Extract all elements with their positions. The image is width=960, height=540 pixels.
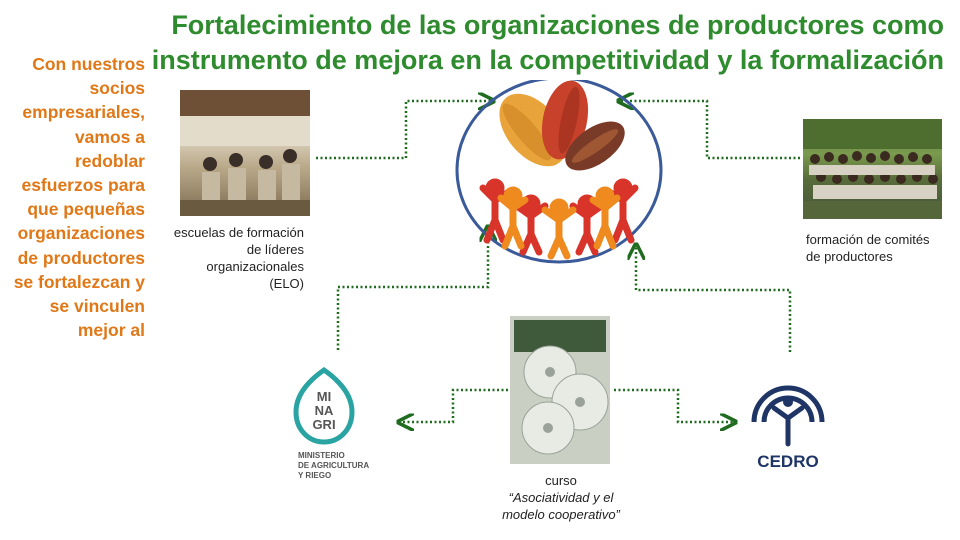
minagri-logo-gri: GRI bbox=[312, 417, 335, 432]
connector-curso-cedro bbox=[614, 388, 734, 422]
hub-ring bbox=[455, 80, 663, 264]
side-statement-text: Con nuestros socios empresariales, vamos… bbox=[13, 54, 145, 341]
minagri-logo-sub2: DE AGRICULTURA bbox=[298, 461, 369, 470]
hub-cacao-people-illustration bbox=[455, 80, 663, 264]
curso-dvd-covers-photo bbox=[510, 316, 610, 464]
slide-title: Fortalecimiento de las organizaciones de… bbox=[151, 10, 944, 75]
connector-minagri-hub bbox=[336, 228, 488, 350]
minagri-logo: MI NA GRI MINISTERIO DE AGRICULTURA Y RI… bbox=[293, 366, 369, 480]
connector-elo-hub bbox=[316, 101, 492, 160]
caption-elo: escuelas de formación de líderes organiz… bbox=[173, 225, 304, 291]
people-ring bbox=[479, 178, 639, 260]
caption-comites: formación de comités de productores bbox=[806, 232, 930, 264]
cedro-logo-text: CEDRO bbox=[757, 452, 818, 471]
comites-group-photo bbox=[803, 119, 942, 219]
minagri-logo-sub1: MINISTERIO bbox=[298, 451, 345, 460]
connector-comites-hub bbox=[620, 101, 800, 160]
caption-curso: curso “Asociatividad y el modelo coopera… bbox=[494, 472, 628, 523]
minagri-logo-sub3: Y RIEGO bbox=[298, 471, 331, 480]
cedro-logo: CEDRO bbox=[751, 385, 825, 471]
connector-curso-minagri bbox=[400, 388, 508, 422]
minagri-logo-mi: MI bbox=[317, 389, 331, 404]
minagri-logo-na: NA bbox=[315, 403, 334, 418]
caption-curso-title: “Asociatividad y el modelo cooperativo” bbox=[502, 490, 620, 522]
caption-curso-label: curso bbox=[545, 473, 577, 488]
elo-classroom-photo bbox=[180, 90, 310, 216]
